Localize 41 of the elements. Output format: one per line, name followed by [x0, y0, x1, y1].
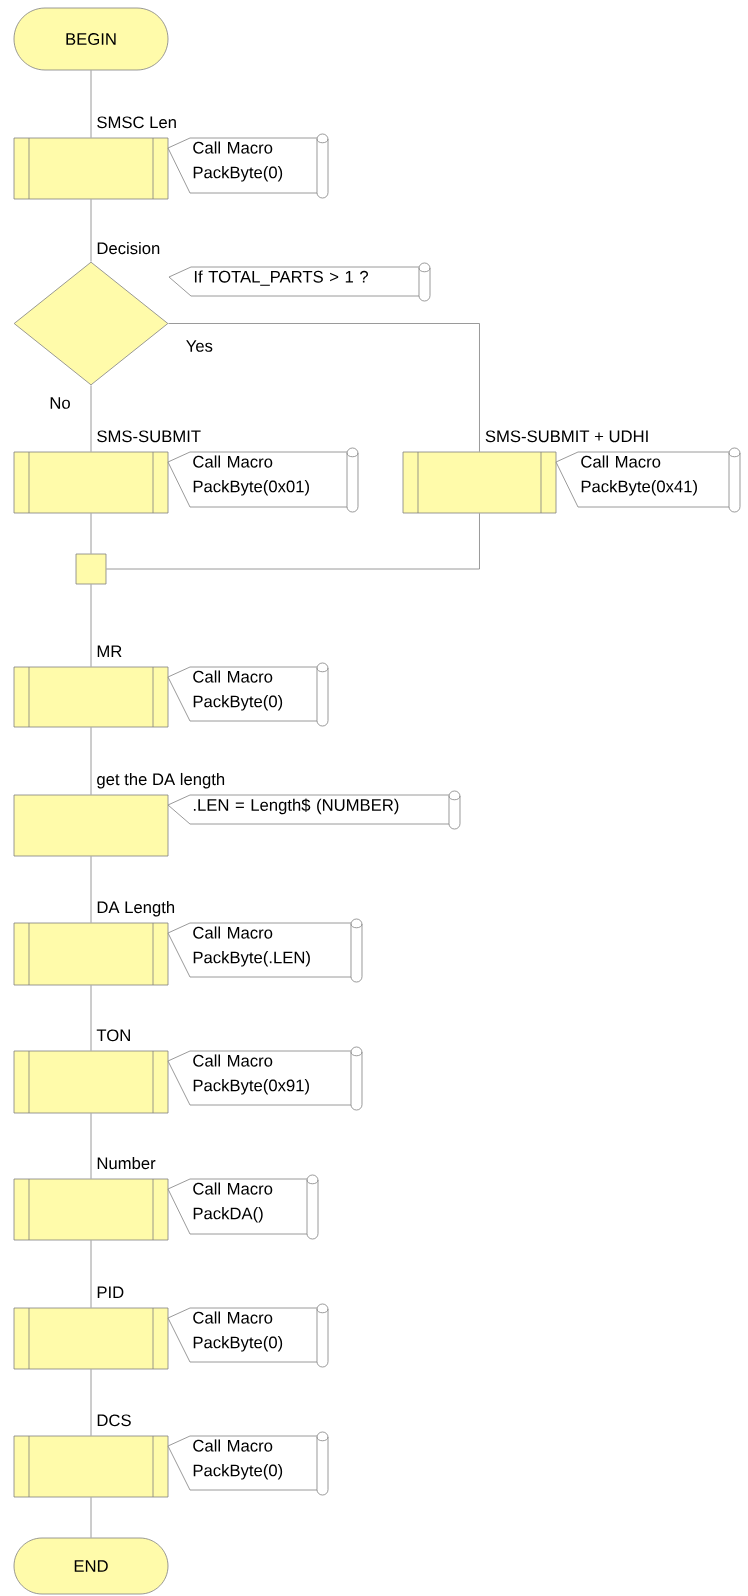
comment-callout: If TOTAL_PARTS > 1 ? [168, 262, 431, 302]
connector-line [90, 856, 92, 923]
connector-line [90, 1497, 92, 1538]
step-label: TON [96, 1029, 130, 1042]
terminal-box: BEGIN [13, 7, 169, 71]
connector-line [90, 385, 92, 452]
comment-callout: Call Macro PackByte(0x41) [555, 447, 741, 513]
connector-line [106, 513, 480, 570]
comment-callout: Call Macro PackByte(0x01) [167, 447, 359, 513]
comment-callout: Call Macro PackByte(.LEN) [167, 918, 363, 983]
edge-label: No [48, 395, 72, 411]
edge-label: Yes [184, 338, 215, 354]
connector-line [90, 1369, 92, 1436]
step-label: PID [97, 1286, 124, 1298]
comment-callout: .LEN = Length$ (NUMBER) [167, 790, 461, 830]
terminal-box: END [13, 1537, 169, 1595]
connector-line [90, 584, 92, 667]
connector-line [90, 199, 92, 262]
junction-box [75, 553, 107, 585]
step-label: DA Length [97, 900, 175, 917]
comment-callout: Call Macro PackByte(0) [167, 1303, 329, 1368]
comment-callout: Call Macro PackByte(0) [167, 133, 329, 199]
step-label: SMSC Len [97, 116, 176, 129]
comment-callout: Call Macro PackByte(0) [167, 1431, 329, 1496]
comment-callout: Call Macro PackDA() [167, 1174, 319, 1240]
connector-line [90, 727, 92, 795]
connector-line [90, 70, 92, 138]
step-label: MR [97, 645, 122, 657]
comment-callout: Call Macro PackByte(0x91) [167, 1046, 363, 1111]
step-label: DCS [97, 1414, 131, 1427]
comment-callout: Call Macro PackByte(0) [167, 662, 329, 727]
connector-line [90, 1240, 92, 1308]
connector-line [90, 1113, 92, 1179]
connector-line [90, 985, 92, 1051]
step-label: SMS-SUBMIT + UDHI [485, 430, 648, 443]
step-label: Number [97, 1156, 156, 1170]
connector-line [90, 513, 92, 554]
step-label: get the DA length [97, 772, 225, 789]
connector-line [168, 323, 480, 452]
step-label: Decision [97, 241, 160, 255]
step-label: SMS-SUBMIT [97, 430, 201, 443]
